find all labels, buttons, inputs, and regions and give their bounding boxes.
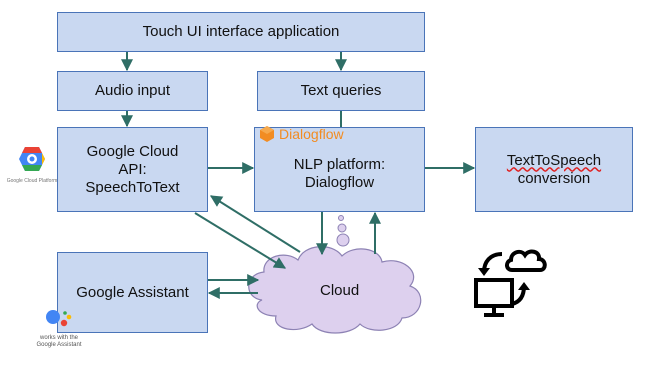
gcp-caption: Google Cloud Platform bbox=[6, 178, 58, 184]
bubble-medium bbox=[337, 223, 347, 233]
touch-ui-box: Touch UI interface application bbox=[57, 12, 425, 52]
google-cloud-line3: SpeechToText bbox=[85, 178, 180, 196]
arrow-cloud-to-gcloud bbox=[209, 195, 301, 253]
text-to-speech-box: TextToSpeech conversion bbox=[475, 127, 633, 212]
text-queries-label: Text queries bbox=[300, 82, 382, 99]
cloud-shape bbox=[248, 246, 422, 334]
bubble-large bbox=[336, 233, 350, 247]
dialogflow-icon bbox=[260, 126, 274, 142]
google-assistant-icon bbox=[46, 310, 72, 327]
nlp-line2: Dialogflow bbox=[304, 173, 375, 191]
cloud-label: Cloud bbox=[320, 282, 360, 299]
audio-input-label: Audio input bbox=[94, 82, 171, 99]
audio-input-box: Audio input bbox=[57, 71, 208, 111]
google-cloud-line2: API: bbox=[118, 160, 147, 178]
dialogflow-logo-text: Dialogflow bbox=[279, 126, 344, 142]
nlp-line1: NLP platform: bbox=[293, 155, 386, 173]
google-assistant-box: Google Assistant bbox=[57, 252, 208, 333]
dialogflow-logo: Dialogflow bbox=[258, 125, 344, 143]
google-assistant-logo: works with the Google Assistant bbox=[28, 308, 90, 366]
text-queries-box: Text queries bbox=[257, 71, 425, 111]
tts-line1: TextToSpeech bbox=[506, 151, 602, 169]
google-assistant-label: Google Assistant bbox=[76, 283, 189, 301]
ga-caption-line2: Google Assistant bbox=[36, 341, 82, 348]
google-cloud-speech-box: Google Cloud API: SpeechToText bbox=[57, 127, 208, 212]
bubble-small bbox=[338, 215, 344, 221]
nlp-platform-box: NLP platform: Dialogflow bbox=[254, 127, 425, 212]
google-cloud-platform-logo: Google Cloud Platform bbox=[6, 146, 58, 184]
arrow-gcloud-to-cloud bbox=[194, 212, 287, 269]
ga-caption-line1: works with the bbox=[39, 335, 78, 341]
google-cloud-line1: Google Cloud bbox=[86, 142, 179, 160]
gcp-hexagon-icon bbox=[19, 147, 45, 171]
tts-line2: conversion bbox=[517, 169, 591, 187]
touch-ui-label: Touch UI interface application bbox=[142, 23, 340, 40]
computer-cloud-sync-icon bbox=[474, 249, 547, 317]
